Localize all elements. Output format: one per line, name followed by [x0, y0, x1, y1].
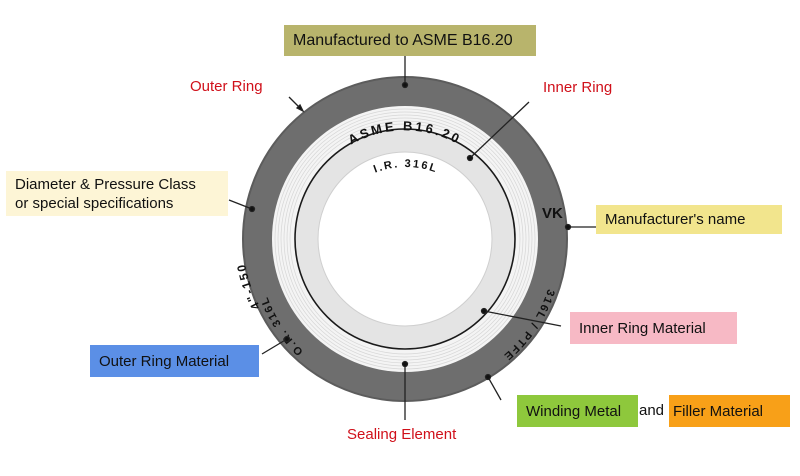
inner-ring-label: Inner Ring — [543, 79, 613, 96]
marking-inner-ring-material: I.R. 316L — [372, 158, 440, 176]
winding-metal-label: Winding Metal — [517, 395, 638, 427]
diameter-class-line2: or special specifications — [15, 194, 174, 212]
filler-material-label: Filler Material — [669, 395, 790, 427]
inner-ring-material-label: Inner Ring Material — [570, 312, 737, 344]
manufactured-to-label: Manufactured to ASME B16.20 — [284, 25, 536, 56]
outer-ring-label: Outer Ring — [190, 78, 263, 95]
leader-lines — [228, 55, 598, 420]
diameter-class-line1: Diameter & Pressure Class — [15, 175, 196, 193]
diameter-class-label: Diameter & Pressure Class or special spe… — [6, 171, 228, 216]
sealing-element-label: Sealing Element — [347, 426, 457, 443]
marking-manufacturer: VK — [542, 205, 563, 222]
and-label: and — [639, 402, 665, 419]
manufacturer-name-label: Manufacturer's name — [596, 205, 782, 234]
outer-ring-material-label: Outer Ring Material — [90, 345, 259, 377]
inner-ring-hole — [317, 151, 493, 327]
